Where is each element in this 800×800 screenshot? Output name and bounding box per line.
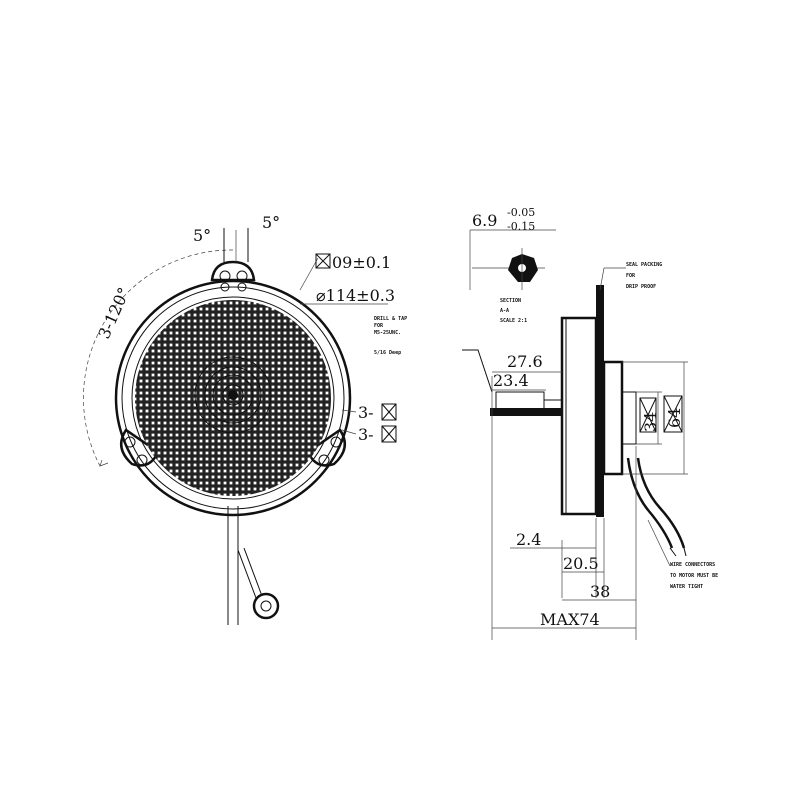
seal-note-line2: FOR	[626, 273, 636, 279]
section-tol-lower: -0.15	[507, 220, 535, 233]
dim-23-4: 23.4	[493, 371, 529, 390]
shaft-hub	[495, 391, 545, 411]
seal-note-line3: DRIP PROOF	[626, 284, 656, 290]
wire-note-line3: WATER TIGHT	[670, 584, 703, 590]
angle-right-label: 5°	[262, 213, 280, 232]
dim-max74: MAX74	[540, 610, 600, 629]
hole-label-top: 3-	[358, 403, 374, 422]
wire-note-line2: TO MOTOR MUST BE	[670, 573, 718, 579]
rear-boss	[621, 391, 637, 445]
cable	[626, 457, 674, 549]
dim-34: 34	[641, 412, 660, 432]
drill-note-line3: M5-25UNC.	[374, 330, 401, 336]
motor-body	[560, 316, 598, 516]
seal-plate	[596, 285, 604, 517]
section-caption-2: A-A	[500, 308, 509, 314]
shaft	[490, 408, 562, 416]
hole-square-bottom-icon	[381, 425, 397, 443]
dim-20-5: 20.5	[563, 554, 599, 573]
section-view: 6.9 -0.05 -0.15 SECTION A-A SCALE 2:1	[469, 206, 556, 324]
dim-27-6: 27.6	[507, 352, 543, 371]
section-caption-1: SECTION	[500, 298, 521, 304]
wire-lead	[227, 506, 280, 625]
angle-arc	[83, 249, 234, 467]
section-tol-upper: -0.05	[507, 206, 535, 219]
hole-square-top-icon	[381, 403, 397, 421]
dim-64-box	[663, 395, 683, 433]
dim-38: 38	[590, 582, 610, 601]
drill-note-line4: 5/16 Deep	[374, 350, 401, 356]
hole-spacing-label: 3-120°	[94, 284, 133, 341]
section-width-label: 6.9	[472, 211, 497, 230]
hole-label-bottom: 3-	[358, 425, 374, 444]
rear-cap	[602, 360, 624, 476]
side-view: SEAL PACKING FOR DRIP PROOF 27.6 23.4 34…	[462, 262, 718, 640]
drill-note-line2: FOR	[374, 323, 384, 329]
square-tolerance-label: 09±0.1	[332, 253, 391, 272]
drill-note-line1: DRILL & TAP	[374, 316, 407, 322]
dim-2-4: 2.4	[516, 530, 541, 549]
front-view: 5° 5° 3-120° 09±0.1 ⌀114±0.3 DRILL & TAP…	[83, 213, 407, 625]
section-caption-3: SCALE 2:1	[500, 318, 527, 324]
square-symbol-icon	[315, 253, 331, 269]
hub	[194, 356, 272, 434]
wire-note-line1: WIRE CONNECTORS	[670, 562, 715, 568]
seal-note-line1: SEAL PACKING	[626, 262, 662, 268]
angle-left-label: 5°	[193, 226, 211, 245]
dim-34-box	[639, 397, 657, 433]
ring-terminal	[252, 592, 280, 620]
mounting-ears	[119, 260, 347, 467]
diameter-tolerance-label: ⌀114±0.3	[316, 286, 395, 305]
